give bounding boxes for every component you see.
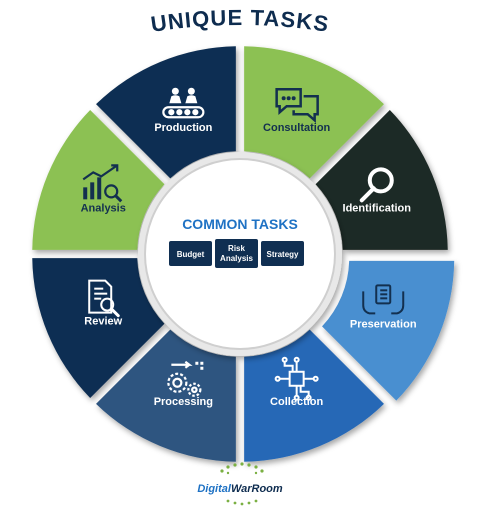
pill-risk-label-line2: Analysis	[220, 254, 253, 263]
gears-flow-icon	[167, 360, 204, 397]
segment-consultation: Consultation	[244, 46, 384, 179]
document-search-icon	[88, 279, 120, 318]
diagram-title: UNIQUE TASKS	[149, 5, 331, 37]
pill-budget-label: Budget	[177, 250, 205, 259]
segment-identification-label: Identification	[343, 202, 412, 214]
pill-risk-label-line1: Risk	[228, 244, 245, 253]
pill-risk-analysis: Risk Analysis	[215, 239, 258, 268]
magnifier-icon	[359, 167, 394, 203]
center-hub: COMMON TASKS Budget Risk Analysis Strate…	[138, 152, 342, 356]
pill-budget: Budget	[169, 241, 212, 266]
segment-analysis-label: Analysis	[81, 202, 126, 214]
segment-preservation: Preservation	[322, 260, 455, 401]
segment-identification: Identification	[315, 110, 448, 250]
segment-collection: Collection	[244, 329, 384, 462]
segment-consultation-shape	[244, 46, 384, 179]
center-heading: COMMON TASKS	[182, 216, 298, 232]
svg-text:DigitalWarRoom: DigitalWarRoom	[197, 483, 283, 495]
pill-strategy: Strategy	[261, 241, 304, 266]
segment-collection-label: Collection	[270, 396, 323, 408]
segment-production: Production	[96, 46, 236, 179]
segment-processing: Processing	[96, 329, 236, 462]
segment-identification-shape	[315, 110, 448, 250]
logo-text-warroom: WarRoom	[231, 483, 283, 495]
segment-production-label: Production	[154, 122, 212, 134]
logo-text-digital: Digital	[197, 483, 232, 495]
segment-review-label: Review	[84, 316, 122, 328]
chat-bubbles-icon	[275, 87, 319, 123]
segment-preservation-shape	[322, 260, 455, 401]
chip-circuit-icon	[274, 356, 319, 401]
segment-analysis: Analysis	[32, 110, 165, 250]
bar-chart-search-icon	[82, 164, 123, 203]
segment-consultation-label: Consultation	[263, 122, 330, 134]
hands-document-icon	[362, 284, 405, 315]
digitalwarroom-logo: DigitalWarRoom	[197, 462, 283, 506]
conveyor-workers-icon	[162, 87, 205, 119]
segment-processing-label: Processing	[154, 396, 213, 408]
pill-strategy-label: Strategy	[266, 250, 299, 259]
segment-ring: Production Consultation Identification P…	[32, 46, 455, 462]
segment-review: Review	[32, 258, 165, 398]
segment-collection-shape	[244, 329, 384, 462]
segment-production-shape	[96, 46, 236, 179]
segment-review-shape	[32, 258, 165, 398]
segment-preservation-label: Preservation	[350, 318, 417, 330]
